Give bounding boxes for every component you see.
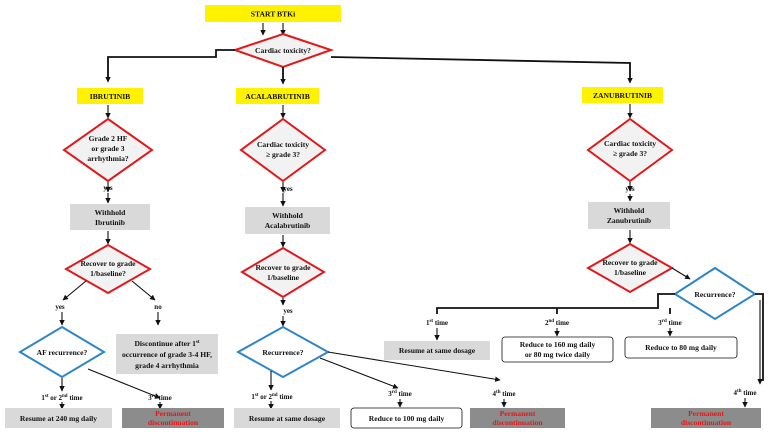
aca-permanent-box (470, 408, 565, 428)
ibrutinib-recover-decision (63, 243, 153, 295)
zan-reduce-160-box (501, 336, 614, 363)
withhold-zanubrutinib-box (588, 202, 670, 229)
ibr-q2-line1: Recover to grade (80, 259, 136, 268)
withhold-ibr-line1: Withhold (95, 208, 126, 217)
zan-resume-label: Resume at same dosage (399, 346, 476, 355)
discontinue-line3: grade 4 arrhythmia (135, 361, 199, 370)
zanubrutinib-box (582, 87, 663, 103)
acalabrutinib-label: ACALABRUTINIB (245, 92, 310, 101)
resume-240-label: Resume at 240 mg daily (20, 414, 97, 423)
zanubrutinib-recover-decision (585, 242, 675, 294)
aca-q2-line1: Recover to grade (255, 263, 311, 272)
zan-permanent-box (651, 408, 761, 428)
start-label: START BTKi (251, 10, 295, 19)
ibr-yes-label: yes (103, 184, 113, 192)
ibr-q2-line2: 1/baseline? (90, 269, 126, 278)
zan-q1-line2: ≥ grade 3? (613, 149, 647, 158)
ibr-yes2-label: yes (55, 303, 65, 311)
withhold-zan-line2: Zanubrutinib (607, 216, 651, 225)
zan-reduce-160-line1: Reduce to 160 mg daily (520, 340, 596, 349)
acalabrutinib-box (236, 88, 319, 104)
zan-4th-branch (755, 293, 764, 381)
zan-reduce-80-label: Reduce to 80 mg daily (645, 343, 717, 352)
discontinue-line2: occurrence of grade 3-4 HF, (122, 350, 212, 359)
ibr-no-label: no (154, 303, 162, 311)
zan-perm-line2: discontinuation (681, 418, 732, 427)
aca-perm-line1: Permanent (500, 409, 536, 418)
ibrutinib-label: IBRUTINIB (90, 92, 131, 101)
ibr-perm-line2: discontinuation (148, 418, 199, 427)
aca-4th-time: 4th time (493, 390, 516, 398)
start-box (205, 5, 341, 22)
zanubrutinib-recurrence-decision (673, 266, 757, 321)
ibr-q1-line2: or grade 3 (91, 144, 124, 153)
aca-resume-box (234, 408, 340, 428)
ibrutinib-hf-arrhythmia-decision (62, 117, 154, 183)
withhold-ibr-line2: Ibrutinib (95, 218, 125, 227)
acalabrutinib-recover-decision (240, 246, 326, 299)
zan-4th-time: 4th time (734, 389, 757, 397)
withhold-zan-line1: Withhold (614, 206, 645, 215)
aca-perm-line2: discontinuation (492, 418, 543, 427)
withhold-acalabrutinib-box (245, 207, 330, 234)
branch-line-ibrutinib (107, 49, 235, 79)
af-recurrence-decision (18, 325, 106, 379)
ibrutinib-box (77, 88, 143, 104)
acalabrutinib-recurrence-decision (235, 325, 331, 379)
aca-q2-line2: 1/baseline (267, 273, 300, 282)
withhold-ibrutinib-box (70, 204, 150, 230)
aca-q1-line2: ≥ grade 3? (266, 150, 300, 159)
aca-q1-line1: Cardiac toxicity (257, 140, 309, 149)
discontinue-box (116, 334, 218, 374)
withhold-aca-line2: Acalabrutinib (265, 221, 311, 230)
aca-3rd-time: 3rd time (388, 390, 411, 398)
zan-reduce-80-box (624, 336, 738, 359)
zan-q2-line2: 1/baseline (614, 268, 647, 277)
withhold-aca-line1: Withhold (272, 211, 303, 220)
zan-2nd-time: 2nd time (545, 319, 569, 327)
resume-240-box (5, 408, 112, 428)
zan-branch-bar (436, 293, 675, 314)
aca-yes2-label: yes (283, 307, 293, 315)
aca-1st-2nd-time: 1st or 2nd time (251, 393, 292, 401)
ibr-permanent-box (122, 408, 224, 428)
cardiac-toxicity-label: Cardiac toxicity? (255, 46, 311, 55)
zan-recurrence-label: Recurrence? (694, 290, 735, 299)
zan-resume-box (384, 341, 490, 360)
zan-3rd-time: 3rd time (658, 319, 681, 327)
zan-yes-label: yes (625, 185, 635, 193)
aca-reduce-100-box (350, 407, 463, 429)
aca-yes-label: yes (283, 185, 293, 193)
zan-reduce-160-line2: or 80 mg twice daily (525, 350, 590, 359)
zan-1st-time: 1st time (426, 319, 448, 327)
branch-line-zanubrutinib (330, 56, 631, 80)
ibr-q1-line3: arrhythmia? (87, 154, 129, 163)
af-recurrence-label: AF recurrence? (37, 348, 88, 357)
ibr-3rd-time: 3rd time (148, 394, 171, 402)
discontinue-line1: Discontinue after 1st (134, 339, 199, 348)
ibr-q1-line1: Grade 2 HF (89, 134, 128, 143)
zan-perm-line1: Permanent (688, 409, 724, 418)
acalabrutinib-toxicity-decision (239, 117, 327, 183)
zanubrutinib-label: ZANUBRUTINIB (593, 91, 652, 100)
zan-q1-line1: Cardiac toxicity (604, 139, 656, 148)
aca-recurrence-label: Recurrence? (262, 348, 303, 357)
ibr-1st-2nd-time: 1st or 2nd time (41, 394, 82, 402)
zanubrutinib-toxicity-decision (586, 117, 674, 183)
aca-resume-label: Resume at same dosage (249, 414, 326, 423)
ibr-perm-line1: Permanent (155, 409, 191, 418)
aca-reduce-100-label: Reduce to 100 mg daily (369, 414, 445, 423)
zan-q2-line1: Recover to grade (602, 258, 658, 267)
